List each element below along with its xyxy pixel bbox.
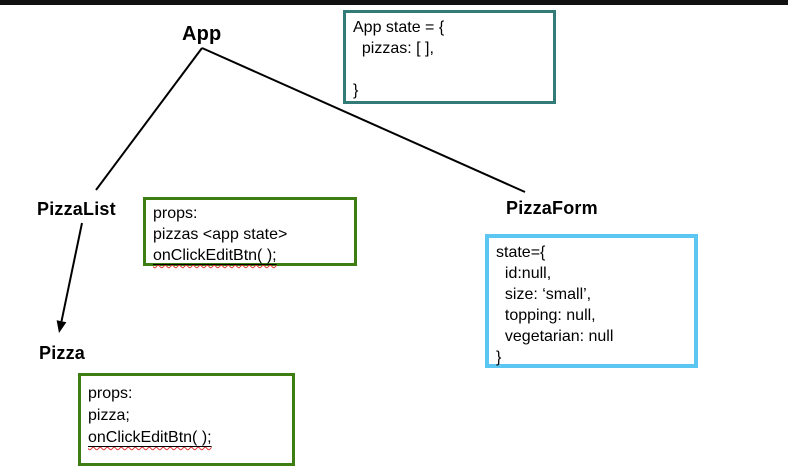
node-app: App	[182, 23, 222, 45]
code-line	[353, 59, 546, 80]
top-window-edge	[0, 0, 788, 5]
code-line: state={	[496, 244, 546, 261]
edge-app-pizzalist	[95, 47, 203, 191]
code-line: size: ‘small’,	[496, 286, 592, 303]
code-line-spellchecked: onClickEditBtn( );	[88, 427, 285, 449]
underlined-function-text: onClickEditBtn( );	[153, 247, 277, 264]
code-line: pizza;	[88, 407, 130, 424]
pizza-props-box: props: pizza; onClickEditBtn( );	[78, 373, 295, 466]
pizzaform-state-box: state={ id:null, size: ‘small’, topping:…	[485, 234, 698, 368]
underlined-function-text: onClickEditBtn( );	[88, 429, 212, 446]
code-line: App state = {	[353, 19, 445, 36]
node-pizzalist: PizzaList	[37, 199, 116, 219]
edge-pizzalist-pizza	[60, 222, 83, 322]
code-line: vegetarian: null	[496, 328, 614, 345]
arrowhead-icon	[56, 320, 67, 333]
app-state-box: App state = { pizzas: [ ], }	[343, 10, 556, 104]
code-line: pizzas: [ ],	[353, 40, 434, 57]
code-line: }	[496, 349, 502, 366]
node-pizza: Pizza	[39, 343, 86, 363]
code-line: props:	[88, 385, 133, 402]
pizzalist-props-box: props: pizzas <app state> onClickEditBtn…	[143, 197, 357, 266]
code-line: id:null,	[496, 265, 552, 282]
code-line-spellchecked: onClickEditBtn( );	[153, 245, 347, 266]
code-line: }	[353, 82, 359, 99]
node-pizzaform: PizzaForm	[506, 198, 598, 218]
code-line: topping: null,	[496, 307, 596, 324]
code-line: props:	[153, 205, 198, 222]
code-line: pizzas <app state>	[153, 226, 288, 243]
